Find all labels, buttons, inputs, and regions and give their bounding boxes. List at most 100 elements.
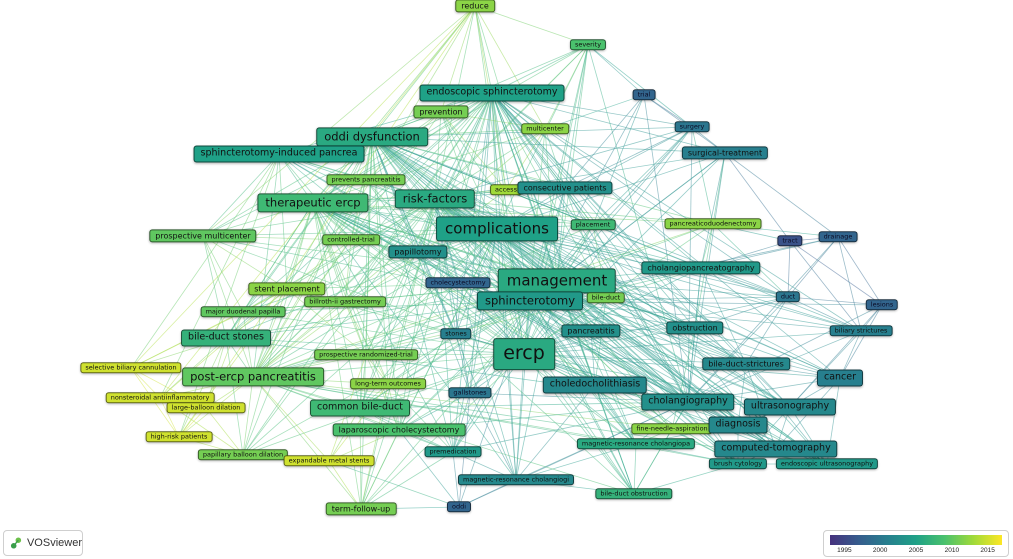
link-line: [496, 228, 862, 332]
keyword-node-biliary-strictures[interactable]: biliary strictures: [829, 325, 893, 337]
link-line: [737, 363, 747, 426]
keyword-node-therapeutic-ercp[interactable]: therapeutic ercp: [257, 193, 369, 213]
keyword-node-diagnosis[interactable]: diagnosis: [708, 416, 768, 434]
keyword-node-major-duodenal-papilla[interactable]: major duodenal papilla: [200, 306, 286, 318]
keyword-node-nonsteroidal-antiinflammatory[interactable]: nonsteroidal antiinflammatory: [105, 392, 215, 404]
link-line: [286, 239, 352, 290]
keyword-node-pancreatitis[interactable]: pancreatitis: [561, 324, 621, 338]
link-line: [587, 44, 693, 128]
link-line: [312, 202, 517, 481]
keyword-node-expandable-metal-stents[interactable]: expandable metal stents: [283, 455, 375, 467]
keyword-node-sphincterotomy[interactable]: sphincterotomy: [476, 291, 584, 311]
keyword-node-high-risk-patients[interactable]: high-risk patients: [145, 431, 213, 443]
keyword-node-stones[interactable]: stones: [440, 328, 472, 340]
keyword-node-bile-duct[interactable]: bile-duct: [586, 292, 626, 304]
keyword-node-management[interactable]: management: [497, 268, 617, 294]
keyword-node-complications[interactable]: complications: [436, 216, 558, 242]
keyword-node-large-balloon-dilation[interactable]: large-balloon dilation: [166, 402, 246, 414]
keyword-node-pancreaticoduodenectomy[interactable]: pancreaticoduodenectomy: [664, 218, 762, 230]
link-line: [839, 304, 883, 379]
legend-tick-label: 2010: [944, 547, 960, 554]
link-line: [225, 136, 373, 339]
link-line: [365, 354, 400, 431]
keyword-node-bile-duct-strictures[interactable]: bile-duct-strictures: [702, 357, 790, 371]
keyword-node-prospective-multicenter[interactable]: prospective multicenter: [149, 229, 257, 243]
keyword-node-drainage[interactable]: drainage: [818, 231, 858, 243]
keyword-node-bile-duct-stones[interactable]: bile-duct stones: [181, 329, 271, 347]
keyword-node-prevention[interactable]: prevention: [413, 105, 469, 119]
keyword-node-cholecystectomy[interactable]: cholecystectomy: [425, 277, 491, 289]
keyword-node-prospective-randomized-trial[interactable]: prospective randomized-trial: [314, 349, 418, 361]
link-line: [529, 300, 791, 408]
link-line: [242, 311, 525, 355]
link-line: [491, 92, 777, 450]
keyword-node-risk-factors[interactable]: risk-factors: [394, 189, 476, 209]
keyword-node-computed-tomography[interactable]: computed-tomography: [714, 440, 838, 458]
link-line: [529, 300, 635, 495]
link-line: [452, 392, 471, 453]
link-line: [592, 126, 693, 226]
link-line: [398, 429, 460, 508]
link-line: [242, 136, 373, 456]
link-line: [365, 198, 436, 356]
keyword-node-sphincterotomy-induced-pancrea[interactable]: sphincterotomy-induced pancrea: [193, 145, 365, 163]
link-line: [712, 152, 726, 225]
keyword-node-magnetic-resonance-cholangiogi[interactable]: magnetic-resonance cholangiogi: [457, 474, 575, 486]
keyword-node-ercp[interactable]: ercp: [493, 338, 555, 370]
keyword-node-post-ercp-pancreatitis[interactable]: post-ercp pancreatitis: [182, 367, 324, 387]
keyword-node-laparoscopic-cholecystectomy[interactable]: laparoscopic cholecystectomy: [332, 423, 466, 437]
link-line: [787, 236, 839, 298]
keyword-node-surgery[interactable]: surgery: [674, 121, 710, 133]
keyword-node-obstruction[interactable]: obstruction: [666, 321, 724, 335]
keyword-node-cholangiopancreatography[interactable]: cholangiopancreatography: [641, 261, 761, 275]
keyword-node-placement[interactable]: placement: [570, 219, 616, 231]
keyword-node-oddi[interactable]: oddi: [446, 501, 472, 513]
link-line: [491, 92, 594, 226]
keyword-node-endoscopic-ultrasonography[interactable]: endoscopic ultrasonography: [775, 458, 879, 470]
keyword-node-controlled-trial[interactable]: controlled-trial: [322, 234, 380, 246]
keyword-node-bile-duct-obstruction[interactable]: bile-duct obstruction: [595, 488, 673, 500]
keyword-node-selective-biliary-cannulation[interactable]: selective biliary cannulation: [80, 362, 182, 374]
keyword-node-duct[interactable]: duct: [775, 291, 801, 303]
keyword-node-papillary-balloon-dilation[interactable]: papillary balloon dilation: [197, 449, 289, 461]
keyword-node-ultrasonography[interactable]: ultrasonography: [743, 398, 837, 416]
link-line: [242, 198, 436, 456]
keyword-node-surgical-treatment[interactable]: surgical-treatment: [681, 146, 769, 160]
keyword-node-trial[interactable]: trial: [632, 89, 656, 101]
link-line: [242, 92, 493, 456]
vosviewer-brand[interactable]: VOSviewer: [3, 530, 83, 556]
keyword-node-magnetic-resonance-cholangiopa[interactable]: magnetic-resonance cholangiopa: [576, 438, 696, 450]
keyword-node-severity[interactable]: severity: [569, 39, 607, 51]
keyword-node-lesions[interactable]: lesions: [865, 299, 899, 311]
keyword-node-cholangiography[interactable]: cholangiography: [641, 393, 735, 411]
keyword-node-reduce[interactable]: reduce: [455, 0, 495, 13]
keyword-node-common-bile-duct[interactable]: common bile-duct: [310, 399, 410, 417]
keyword-node-fine-needle-aspiration[interactable]: fine-needle-aspiration: [631, 423, 713, 435]
link-line: [387, 333, 457, 385]
keyword-node-oddi-dysfunction[interactable]: oddi dysfunction: [316, 127, 428, 147]
link-line: [564, 126, 693, 189]
keyword-node-term-follow-up[interactable]: term-follow-up: [325, 502, 397, 516]
keyword-node-papillotomy[interactable]: papillotomy: [388, 245, 448, 259]
link-line: [523, 353, 739, 465]
keyword-node-brush-cytology[interactable]: brush cytology: [708, 458, 768, 470]
keyword-node-billroth-ii-gastrectomy[interactable]: billroth-ii gastrectomy: [304, 296, 386, 308]
keyword-node-consecutive-patients[interactable]: consecutive patients: [517, 181, 613, 195]
link-line: [587, 44, 645, 96]
keyword-node-gallstones[interactable]: gallstones: [448, 387, 492, 399]
keyword-node-stent-placement[interactable]: stent placement: [248, 282, 326, 296]
link-line: [242, 376, 254, 456]
keyword-node-multicenter[interactable]: multicenter: [521, 123, 569, 135]
keyword-node-cancer[interactable]: cancer: [816, 369, 864, 387]
link-line: [564, 94, 645, 189]
keyword-node-premedication[interactable]: premedication: [424, 446, 482, 458]
keyword-node-choledocholithiasis[interactable]: choledocholithiasis: [542, 376, 648, 394]
link-line: [544, 44, 589, 130]
keyword-node-prevents-pancreatitis[interactable]: prevents pancreatitis: [326, 174, 406, 186]
keyword-node-long-term-outcomes[interactable]: long-term outcomes: [350, 378, 426, 390]
link-line: [452, 451, 460, 508]
link-line: [837, 236, 883, 306]
keyword-node-tract[interactable]: tract: [777, 235, 803, 247]
keyword-node-endoscopic-sphincterotomy[interactable]: endoscopic sphincterotomy: [419, 84, 565, 102]
